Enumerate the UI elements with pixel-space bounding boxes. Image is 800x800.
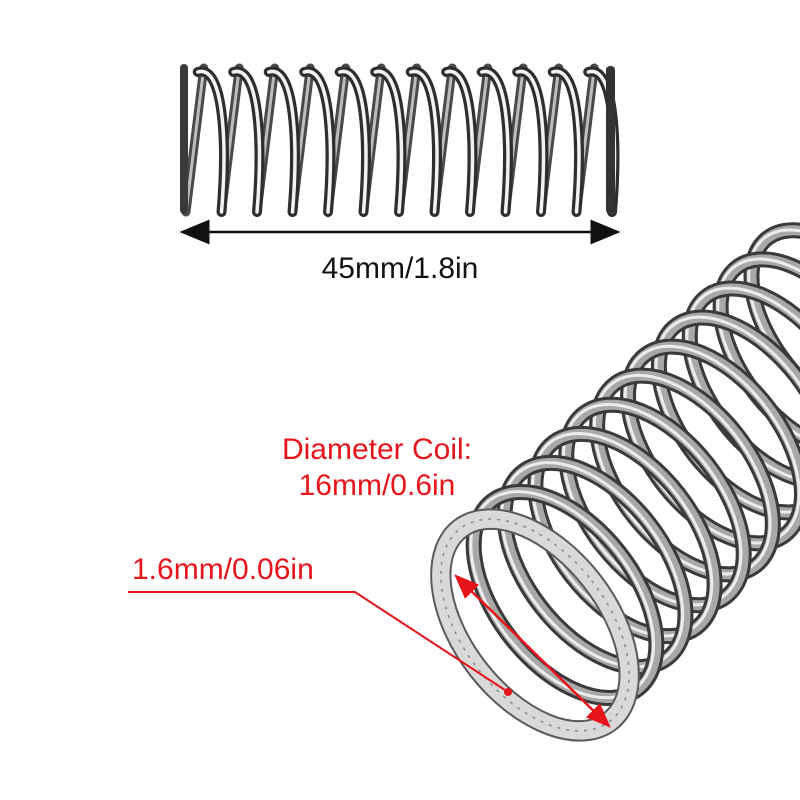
coil-diameter-label-line1: Diameter Coil: xyxy=(281,433,473,466)
spring-coil-front-highlight xyxy=(409,69,439,214)
coil-diameter-arrow xyxy=(454,574,611,728)
spring-side-view xyxy=(180,63,620,217)
spring-coil-front-highlight xyxy=(196,69,226,214)
spring-coil-front-highlight xyxy=(267,69,297,214)
spring-ring-highlight xyxy=(561,402,743,607)
spring-ring-highlight xyxy=(592,373,772,576)
spring-coil-front-highlight xyxy=(480,69,510,214)
spring-coil-front-highlight xyxy=(373,69,404,214)
spring-end-left xyxy=(180,64,188,214)
spring-coil-front-highlight xyxy=(231,69,262,214)
length-label: 45mm/1.8in xyxy=(321,252,479,285)
spring-coil-front-highlight xyxy=(338,69,368,214)
spring-end-right xyxy=(606,66,615,214)
spring-coil-front-highlight xyxy=(515,69,546,214)
spring-coil-front-highlight xyxy=(444,69,475,214)
spring-coil-back-highlight xyxy=(184,66,206,214)
wire-diameter-label: 1.6mm/0.06in xyxy=(132,553,314,586)
spring-ground-end-face xyxy=(430,509,640,741)
coil-diameter-label-line2: 16mm/0.6in xyxy=(298,469,456,502)
spring-coil-front-highlight xyxy=(551,69,581,214)
spring-coil-front-highlight xyxy=(302,69,333,214)
spring-ring-mid xyxy=(561,399,749,611)
coil-diameter-label: Diameter Coil: 16mm/0.6in xyxy=(212,432,542,504)
